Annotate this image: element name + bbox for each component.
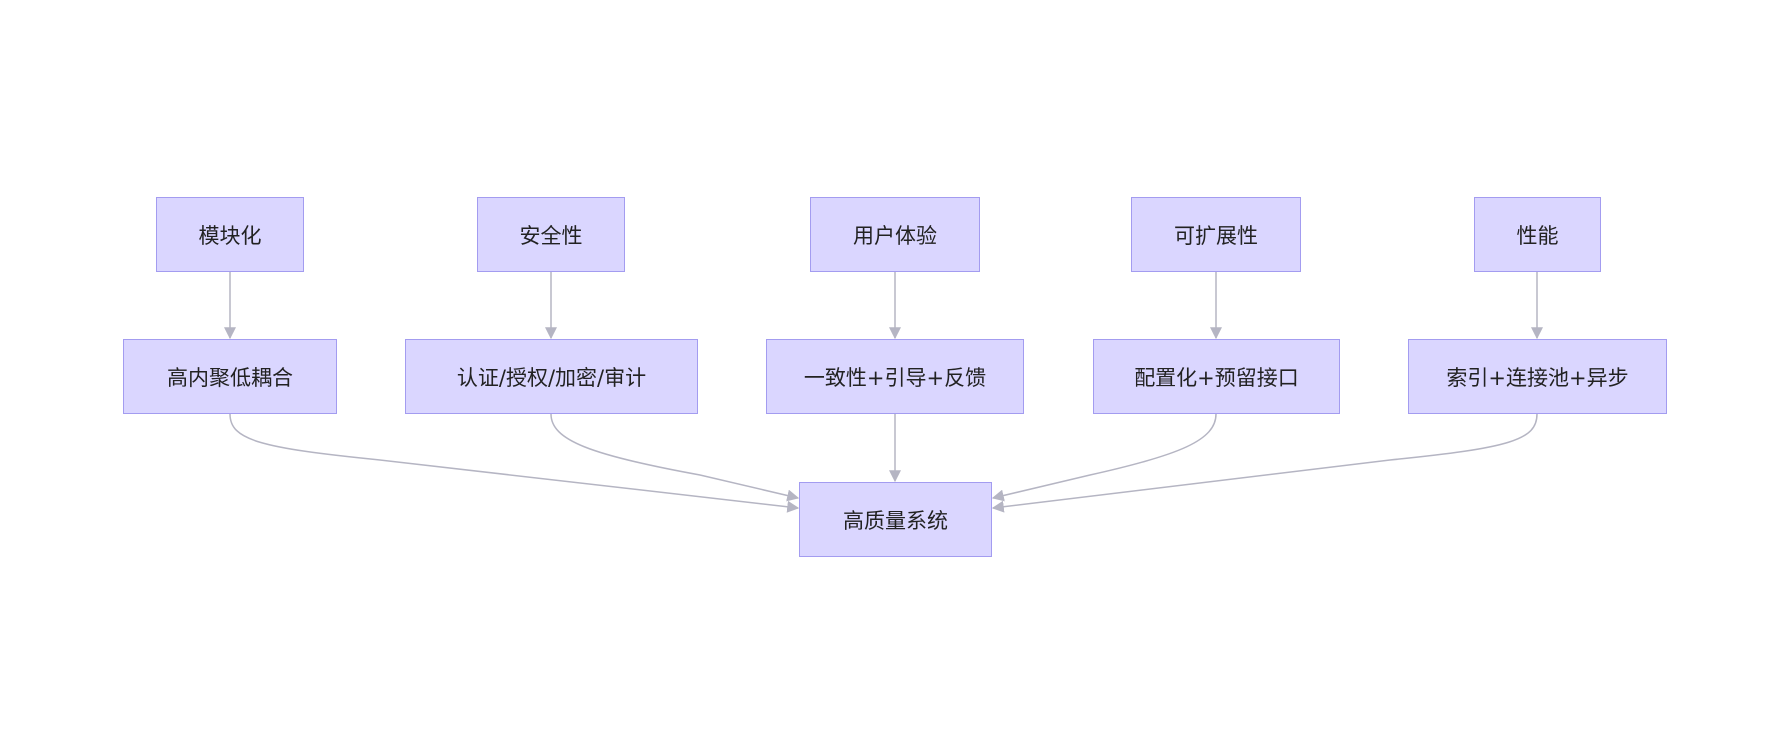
edge-cohesion-to-system [229,413,800,513]
node-label: 高内聚低耦合 [167,365,293,390]
node-label: 认证/授权/加密/审计 [456,365,647,390]
node-label: 配置化+预留接口 [1134,365,1299,390]
node-performance: 性能 [1474,197,1601,272]
node-scalability: 可扩展性 [1131,197,1301,272]
edge-config-to-system [991,413,1217,502]
node-label: 高质量系统 [843,508,948,533]
edge-auth-to-system [550,413,800,502]
node-index: 索引+连接池+异步 [1408,339,1667,414]
node-label: 模块化 [198,223,262,248]
node-label: 可扩展性 [1174,223,1258,248]
node-label: 性能 [1516,223,1559,248]
node-system: 高质量系统 [799,482,992,557]
node-label: 索引+连接池+异步 [1446,365,1629,390]
node-label: 一致性+引导+反馈 [803,365,987,390]
node-modular: 模块化 [156,197,304,272]
node-config: 配置化+预留接口 [1093,339,1340,414]
edge-index-to-system [991,413,1538,513]
node-cohesion: 高内聚低耦合 [123,339,337,414]
node-user-experience: 用户体验 [810,197,980,272]
node-security: 安全性 [477,197,625,272]
node-auth: 认证/授权/加密/审计 [405,339,698,414]
node-label: 安全性 [519,223,583,248]
node-consistency: 一致性+引导+反馈 [766,339,1024,414]
node-label: 用户体验 [853,223,937,248]
